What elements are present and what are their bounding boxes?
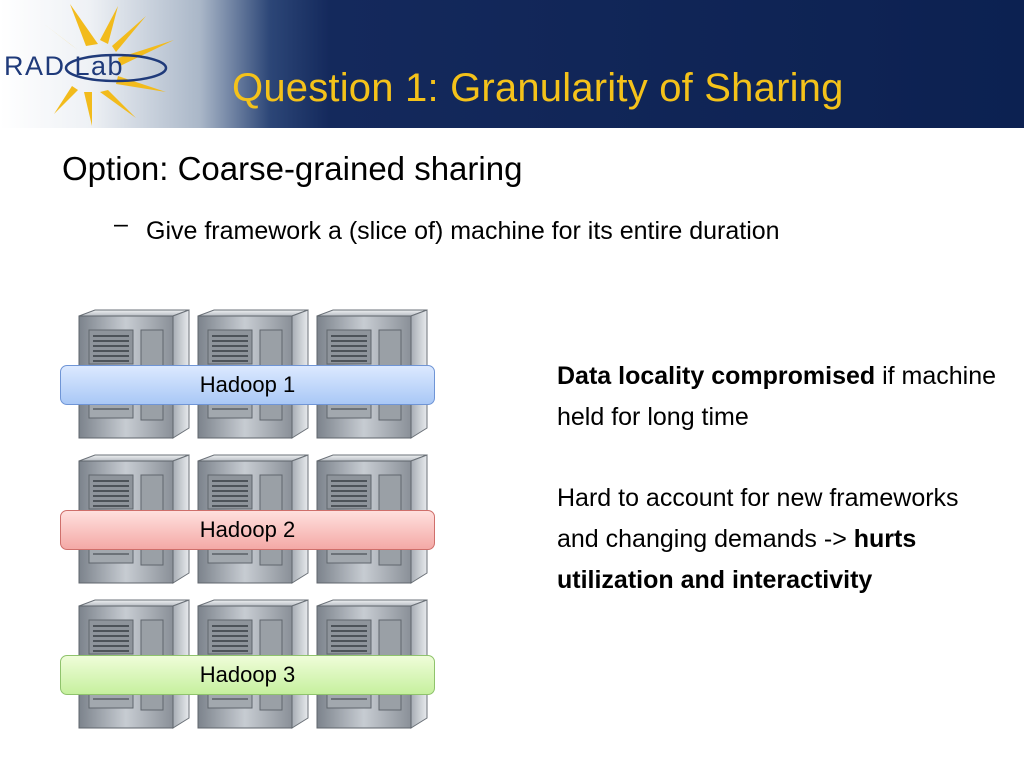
- hadoop-cluster-2: Hadoop 2: [55, 453, 445, 591]
- hadoop-cluster-3: Hadoop 3: [55, 598, 445, 736]
- slide-title: Question 1: Granularity of Sharing: [232, 66, 844, 111]
- rad-lab-logo: RAD Lab: [0, 0, 230, 128]
- hadoop-2-label: Hadoop 2: [60, 510, 435, 550]
- sub-bullet: Give framework a (slice of) machine for …: [146, 210, 906, 252]
- slide-content: Option: Coarse-grained sharing – Give fr…: [0, 128, 1024, 768]
- note-data-locality: Data locality compromised if machine hel…: [557, 356, 997, 438]
- note-data-locality-bold: Data locality compromised: [557, 362, 875, 390]
- slide-header: RAD Lab Question 1: Granularity of Shari…: [0, 0, 1024, 128]
- main-bullet: Option: Coarse-grained sharing: [62, 150, 522, 188]
- note-utilization: Hard to account for new frameworks and c…: [557, 478, 997, 601]
- hadoop-3-label: Hadoop 3: [60, 655, 435, 695]
- hadoop-1-label: Hadoop 1: [60, 365, 435, 405]
- hadoop-cluster-1: Hadoop 1: [55, 308, 445, 446]
- sub-bullet-marker: –: [114, 210, 128, 239]
- logo-text: RAD Lab: [4, 51, 124, 81]
